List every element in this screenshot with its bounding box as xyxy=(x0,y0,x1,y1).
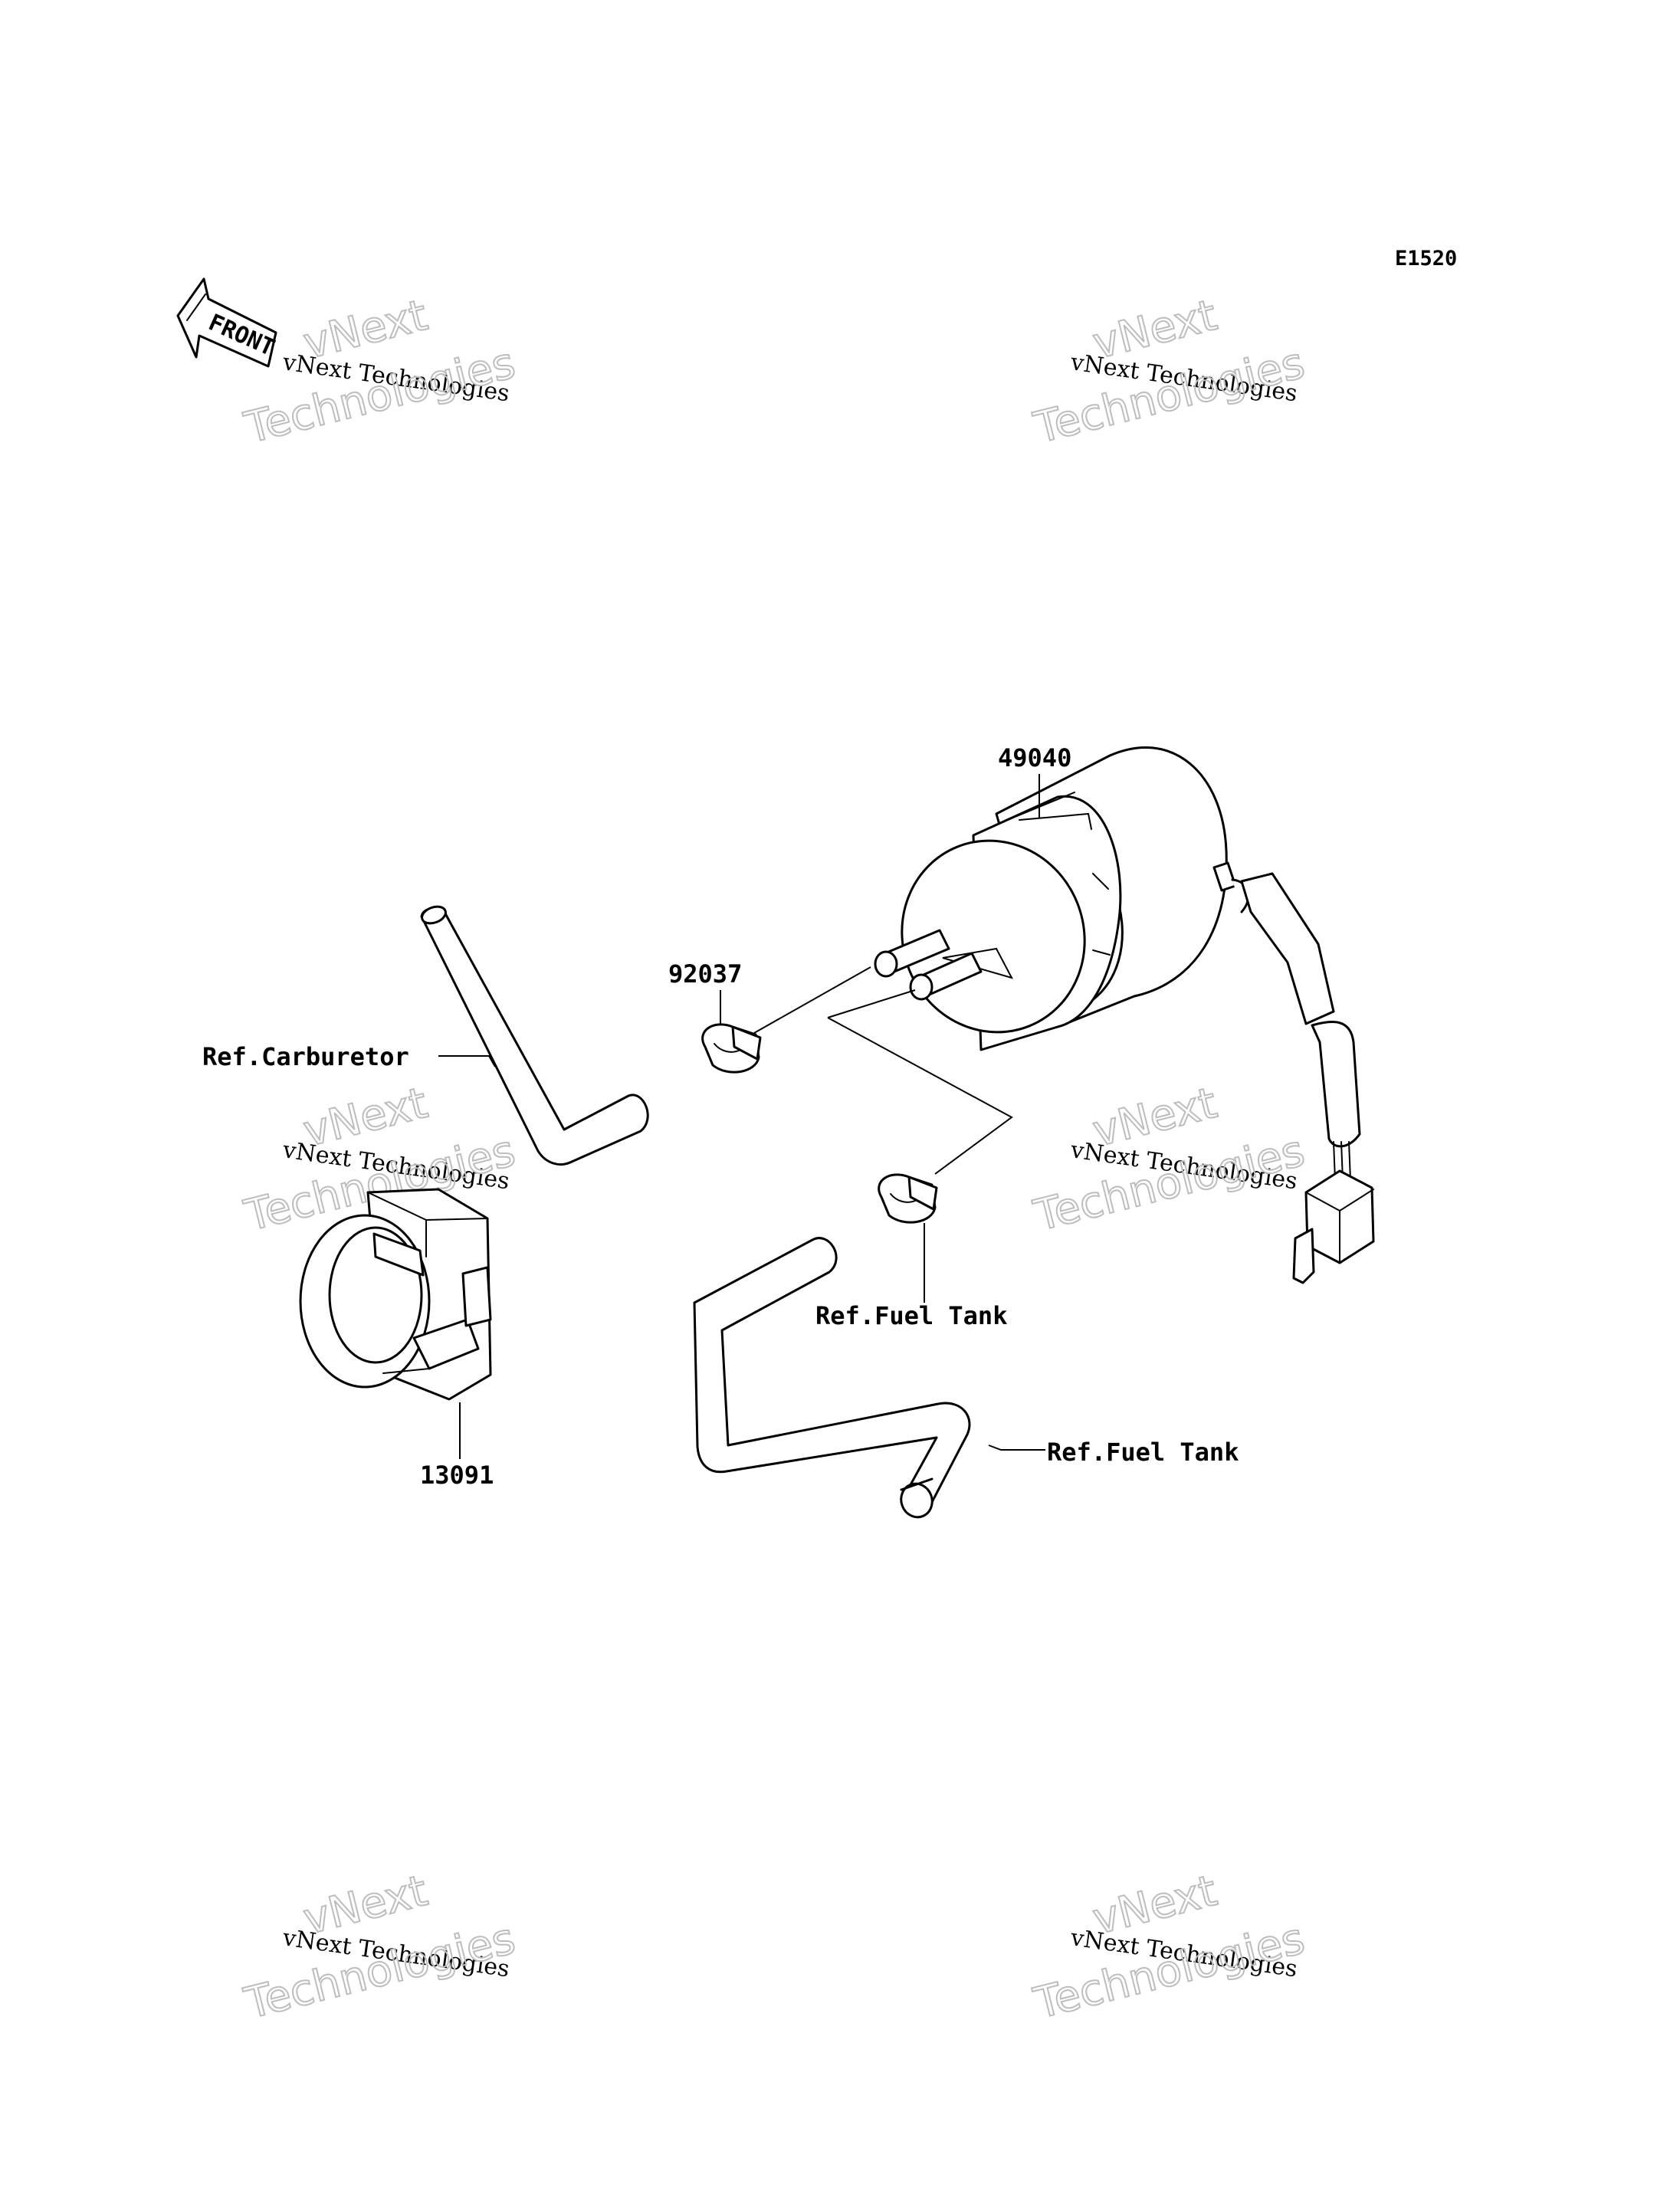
watermark-top-right: vNext vNext Technologies Technologies xyxy=(1029,290,1311,454)
leader-lines xyxy=(438,774,1045,1459)
hose-fuel-tank xyxy=(693,1237,971,1519)
front-arrow-icon: FRONT xyxy=(176,277,278,368)
hose-carburetor xyxy=(420,905,649,1166)
ref-label-carburetor: Ref.Carburetor xyxy=(202,1042,409,1071)
watermark-bottom-left: vNext vNext Technologies Technologies xyxy=(239,1865,521,2030)
fuel-pump-49040 xyxy=(874,746,1375,1284)
svg-text:Technologies: Technologies xyxy=(240,338,520,453)
ref-label-fuel-tank-lower: Ref.Fuel Tank xyxy=(1047,1438,1239,1467)
ref-label-fuel-tank-upper: Ref.Fuel Tank xyxy=(815,1301,1007,1330)
watermark-mid-right: vNext vNext Technologies Technologies xyxy=(1029,1077,1311,1242)
part-label-13091: 13091 xyxy=(420,1461,494,1490)
svg-text:Technologies: Technologies xyxy=(240,1913,520,2028)
diagram-code: E1520 xyxy=(1395,247,1457,271)
watermark-bottom-right: vNext vNext Technologies Technologies xyxy=(1029,1865,1311,2030)
bracket-13091 xyxy=(299,1188,492,1401)
watermark-top-left: vNext vNext Technologies Technologies xyxy=(239,290,521,454)
part-label-49040: 49040 xyxy=(998,743,1071,772)
clamp-92037-upper xyxy=(701,1023,762,1074)
part-label-92037: 92037 xyxy=(668,959,742,989)
clamp-lower xyxy=(878,1173,938,1224)
